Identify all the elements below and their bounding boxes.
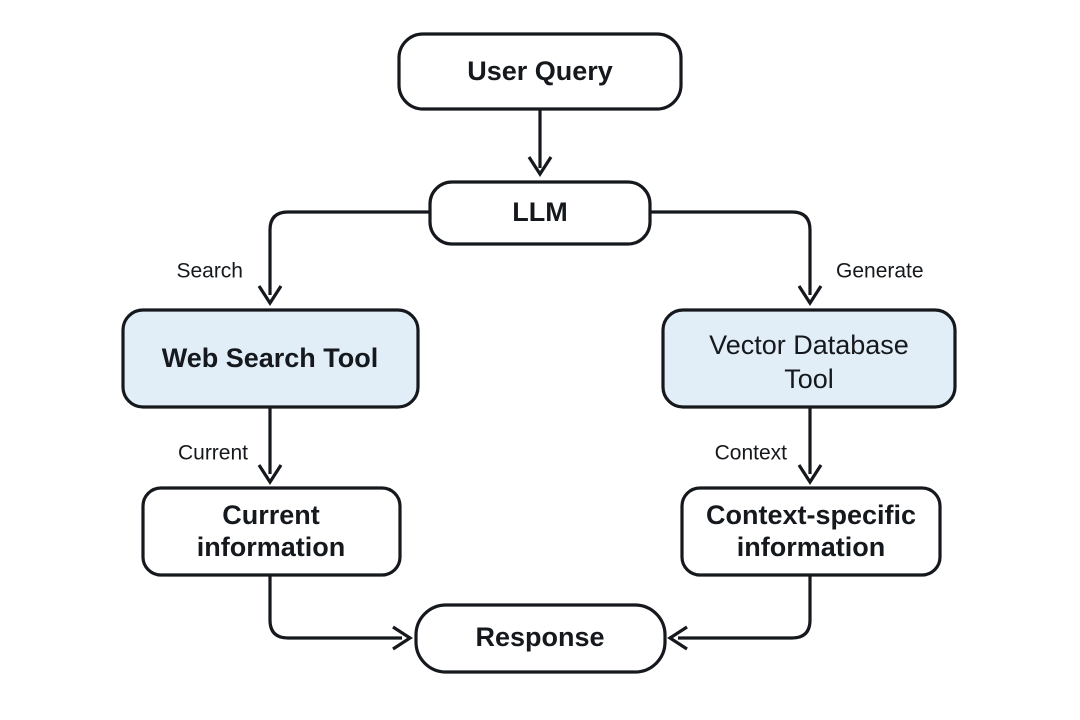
node-user-query-label: User Query bbox=[467, 56, 613, 86]
node-response[interactable]: Response bbox=[414, 603, 667, 674]
node-current-information[interactable]: Current information bbox=[141, 486, 402, 577]
node-web-search-tool[interactable]: Web Search Tool bbox=[121, 308, 420, 409]
node-llm-shape[interactable] bbox=[428, 180, 652, 246]
node-llm[interactable]: LLM bbox=[428, 180, 652, 246]
node-current-information-label-line1: Current bbox=[222, 500, 320, 530]
node-response-shape[interactable] bbox=[414, 603, 667, 674]
arrow-head-icon bbox=[392, 625, 413, 651]
edge-label-generate: Generate bbox=[836, 260, 924, 283]
node-web-search-tool-shape[interactable] bbox=[121, 308, 420, 409]
arrow-head-icon bbox=[797, 285, 823, 306]
node-vector-database-tool-label-line1: Vector Database bbox=[709, 330, 909, 360]
node-vector-database-tool-label-line2: Tool bbox=[784, 364, 834, 394]
edge-llm-to-vector-database-tool bbox=[650, 210, 823, 306]
edge-llm-to-web-search-tool bbox=[257, 210, 430, 306]
arrow-head-icon bbox=[527, 156, 553, 177]
node-context-information[interactable]: Context-specific information bbox=[680, 486, 942, 577]
edge-web-search-tool-to-current-information bbox=[257, 407, 283, 485]
edge-line bbox=[268, 575, 402, 640]
node-current-information-shape[interactable] bbox=[141, 486, 402, 577]
edge-user-query-to-llm bbox=[527, 109, 553, 177]
node-context-information-label-line2: information bbox=[737, 532, 886, 562]
node-context-information-label-line1: Context-specific bbox=[706, 500, 916, 530]
edge-line bbox=[650, 210, 812, 295]
edge-line bbox=[268, 210, 430, 295]
node-current-information-label-line2: information bbox=[197, 532, 346, 562]
arrow-head-icon bbox=[797, 464, 823, 485]
edge-label-context: Context bbox=[715, 442, 788, 465]
arrow-head-icon bbox=[257, 285, 283, 306]
node-context-information-shape[interactable] bbox=[680, 486, 942, 577]
node-user-query[interactable]: User Query bbox=[397, 32, 683, 111]
node-user-query-shape[interactable] bbox=[397, 32, 683, 111]
edge-context-information-to-response bbox=[667, 575, 812, 651]
node-web-search-tool-label: Web Search Tool bbox=[162, 343, 379, 373]
edge-label-search: Search bbox=[176, 260, 243, 283]
node-vector-database-tool[interactable]: Vector Database Tool bbox=[661, 308, 957, 409]
edge-label-current: Current bbox=[178, 442, 248, 465]
edge-vector-database-tool-to-context-information bbox=[797, 407, 823, 485]
arrow-head-icon bbox=[257, 464, 283, 485]
node-llm-label: LLM bbox=[512, 197, 567, 227]
edge-line bbox=[678, 575, 812, 640]
edge-current-information-to-response bbox=[268, 575, 413, 651]
node-vector-database-tool-shape[interactable] bbox=[661, 308, 957, 409]
arrow-head-icon bbox=[667, 625, 688, 651]
node-response-label: Response bbox=[475, 622, 604, 652]
